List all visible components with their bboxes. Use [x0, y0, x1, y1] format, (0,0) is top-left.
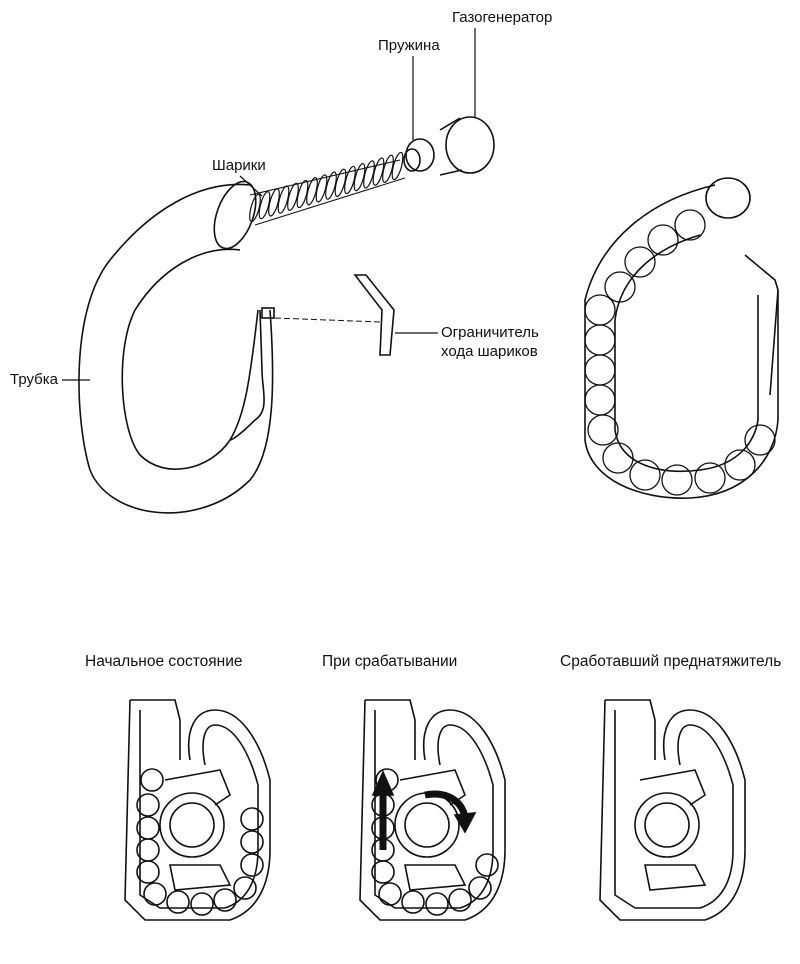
ball	[604, 271, 636, 303]
ball	[166, 890, 190, 914]
ball	[140, 768, 164, 792]
ball	[584, 384, 616, 416]
ball-ridge	[382, 154, 394, 183]
ball	[240, 853, 264, 877]
ball	[584, 354, 616, 386]
mechanism-activating	[359, 699, 506, 921]
spool-inner	[644, 802, 690, 848]
ball	[425, 892, 449, 916]
ball-ridge	[258, 191, 271, 220]
spool-outer	[159, 792, 225, 858]
ball	[584, 324, 616, 356]
caption-activated: Сработавший преднатяжитель	[560, 653, 782, 670]
ball	[136, 860, 160, 884]
ball-ridge	[315, 174, 328, 203]
ball	[143, 882, 167, 906]
ball	[602, 442, 634, 474]
ball-ridge	[334, 168, 347, 197]
ball-ridge	[287, 182, 299, 211]
housing-outline	[599, 699, 746, 921]
spool-outer	[634, 792, 700, 858]
ball	[587, 414, 619, 446]
frame-detail	[399, 769, 467, 891]
mechanism-activated	[599, 699, 746, 921]
caption-initial: Начальное состояние	[85, 653, 243, 670]
housing-inner	[614, 710, 734, 909]
ball-ridge	[268, 188, 280, 217]
spool-inner	[169, 802, 215, 848]
ball	[468, 876, 492, 900]
ball	[475, 853, 499, 877]
ball	[724, 449, 756, 481]
label-gas-generator: Газогенератор	[452, 9, 553, 26]
ball-ridge	[353, 163, 366, 192]
ball-ridge	[372, 157, 385, 186]
label-tube: Трубка	[10, 371, 58, 388]
caption-activating: При срабатывании	[322, 653, 458, 670]
label-limiter-2: хода шариков	[441, 343, 538, 360]
ball	[624, 246, 656, 278]
frame-detail	[639, 769, 707, 891]
ball-ridge	[363, 160, 375, 189]
ball	[371, 860, 395, 884]
ball	[136, 793, 160, 817]
balls-chain	[249, 159, 406, 226]
spool-inner	[404, 802, 450, 848]
ball	[378, 882, 402, 906]
ball-ridge	[391, 151, 404, 181]
ball	[213, 888, 237, 912]
housing-inner	[374, 710, 494, 909]
housing-outline	[124, 699, 271, 921]
ball	[401, 890, 425, 914]
ball-ridge	[325, 171, 337, 200]
ball-ridges	[249, 151, 404, 223]
arrow-curved-head-icon	[453, 812, 477, 834]
ball	[584, 294, 616, 326]
tube-drawing	[78, 180, 274, 514]
label-spring: Пружина	[378, 37, 440, 54]
mechanism-initial	[124, 699, 271, 921]
ball	[694, 462, 726, 494]
arrow-up-head-icon	[371, 769, 395, 796]
ball-ridge	[277, 185, 290, 214]
label-limiter-1: Ограничитель	[441, 324, 539, 341]
ball-ridge	[296, 179, 309, 209]
leader-lines	[62, 28, 476, 381]
assembled-tube	[584, 177, 779, 499]
ball	[661, 464, 693, 496]
assembled-balls	[584, 209, 776, 496]
housing-inner	[139, 710, 259, 909]
ball-ridge	[306, 177, 318, 206]
ball	[674, 209, 706, 241]
gas-generator-drawing	[403, 116, 495, 176]
ball-ridge	[344, 165, 356, 195]
ball	[190, 892, 214, 916]
ball	[240, 830, 264, 854]
label-balls: Шарики	[212, 157, 266, 174]
ball	[647, 224, 679, 256]
stopper-drawing	[261, 274, 395, 356]
ball	[448, 888, 472, 912]
ball	[240, 807, 264, 831]
ball	[629, 459, 661, 491]
ball	[233, 876, 257, 900]
ball-ridge	[249, 193, 261, 223]
housing-outline	[359, 699, 506, 921]
ball	[744, 424, 776, 456]
frame-detail	[164, 769, 232, 891]
